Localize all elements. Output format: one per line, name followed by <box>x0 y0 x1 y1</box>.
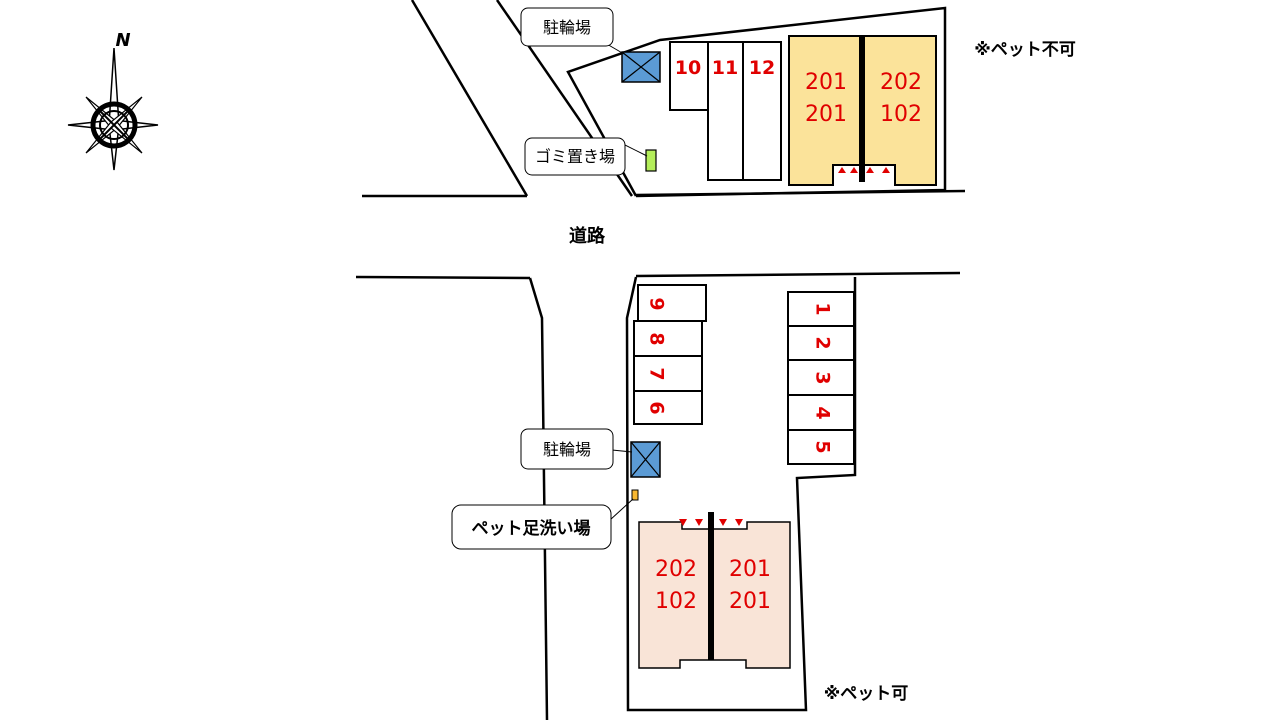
road-edge <box>635 189 966 197</box>
parking-number: 6 <box>646 401 668 414</box>
parking-number: 4 <box>812 406 834 419</box>
parking-number: 11 <box>712 57 738 79</box>
north-note: ※ペット不可 <box>974 40 1076 60</box>
parking-space <box>787 325 855 361</box>
pet-wash-icon <box>631 489 639 501</box>
parking-number: 7 <box>646 367 668 380</box>
parking-number: 8 <box>646 332 668 345</box>
bike-storage-label: 駐輪場 <box>543 18 591 37</box>
entrance-markers <box>838 167 890 173</box>
bike-storage-callout <box>520 7 625 55</box>
trash-area-callout <box>524 137 648 176</box>
south-lot <box>355 271 961 721</box>
parking-number: 9 <box>646 297 668 310</box>
unit-number: 201 <box>805 70 847 95</box>
bike-storage-callout <box>520 428 633 470</box>
pet-wash-callout <box>451 498 634 550</box>
bike-storage-icon <box>621 51 661 83</box>
parking-space <box>787 359 855 396</box>
bike-storage-icon <box>630 441 661 478</box>
entrance-markers <box>679 519 743 526</box>
road-label: 道路 <box>569 225 606 247</box>
parking-space <box>742 41 782 181</box>
parking-space <box>637 284 707 322</box>
parking-number: 10 <box>675 57 701 79</box>
unit-number: 202 <box>655 557 697 582</box>
trash-area-icon <box>645 149 657 172</box>
unit-number: 202 <box>880 70 922 95</box>
parking-number: 2 <box>812 336 834 349</box>
parking-space <box>633 355 703 392</box>
trash-area-label: ゴミ置き場 <box>535 147 615 166</box>
unit-number: 201 <box>729 589 771 614</box>
road-edge <box>635 271 961 278</box>
parking-space <box>669 41 709 111</box>
south-note: ※ペット可 <box>824 684 909 704</box>
parking-space <box>707 41 744 181</box>
road-edge <box>355 275 531 280</box>
unit-number: 201 <box>805 102 847 127</box>
road-edge <box>410 0 529 197</box>
unit-number: 102 <box>880 102 922 127</box>
parking-space <box>633 390 703 425</box>
parking-space <box>787 429 855 465</box>
compass-rose-icon <box>67 47 159 171</box>
parking-number: 12 <box>749 57 775 79</box>
unit-number: 102 <box>655 589 697 614</box>
south-lot-boundary <box>625 276 857 712</box>
south-building <box>638 521 791 669</box>
road-edge <box>528 277 549 721</box>
pet-wash-label: ペット足洗い場 <box>472 518 591 539</box>
unit-number: 201 <box>729 557 771 582</box>
parking-number: 3 <box>812 371 834 384</box>
parking-number: 5 <box>812 440 834 453</box>
compass-north-label: N <box>115 30 130 51</box>
bike-storage-label: 駐輪場 <box>543 440 591 459</box>
parking-space <box>787 394 855 431</box>
parking-number: 1 <box>812 302 834 315</box>
